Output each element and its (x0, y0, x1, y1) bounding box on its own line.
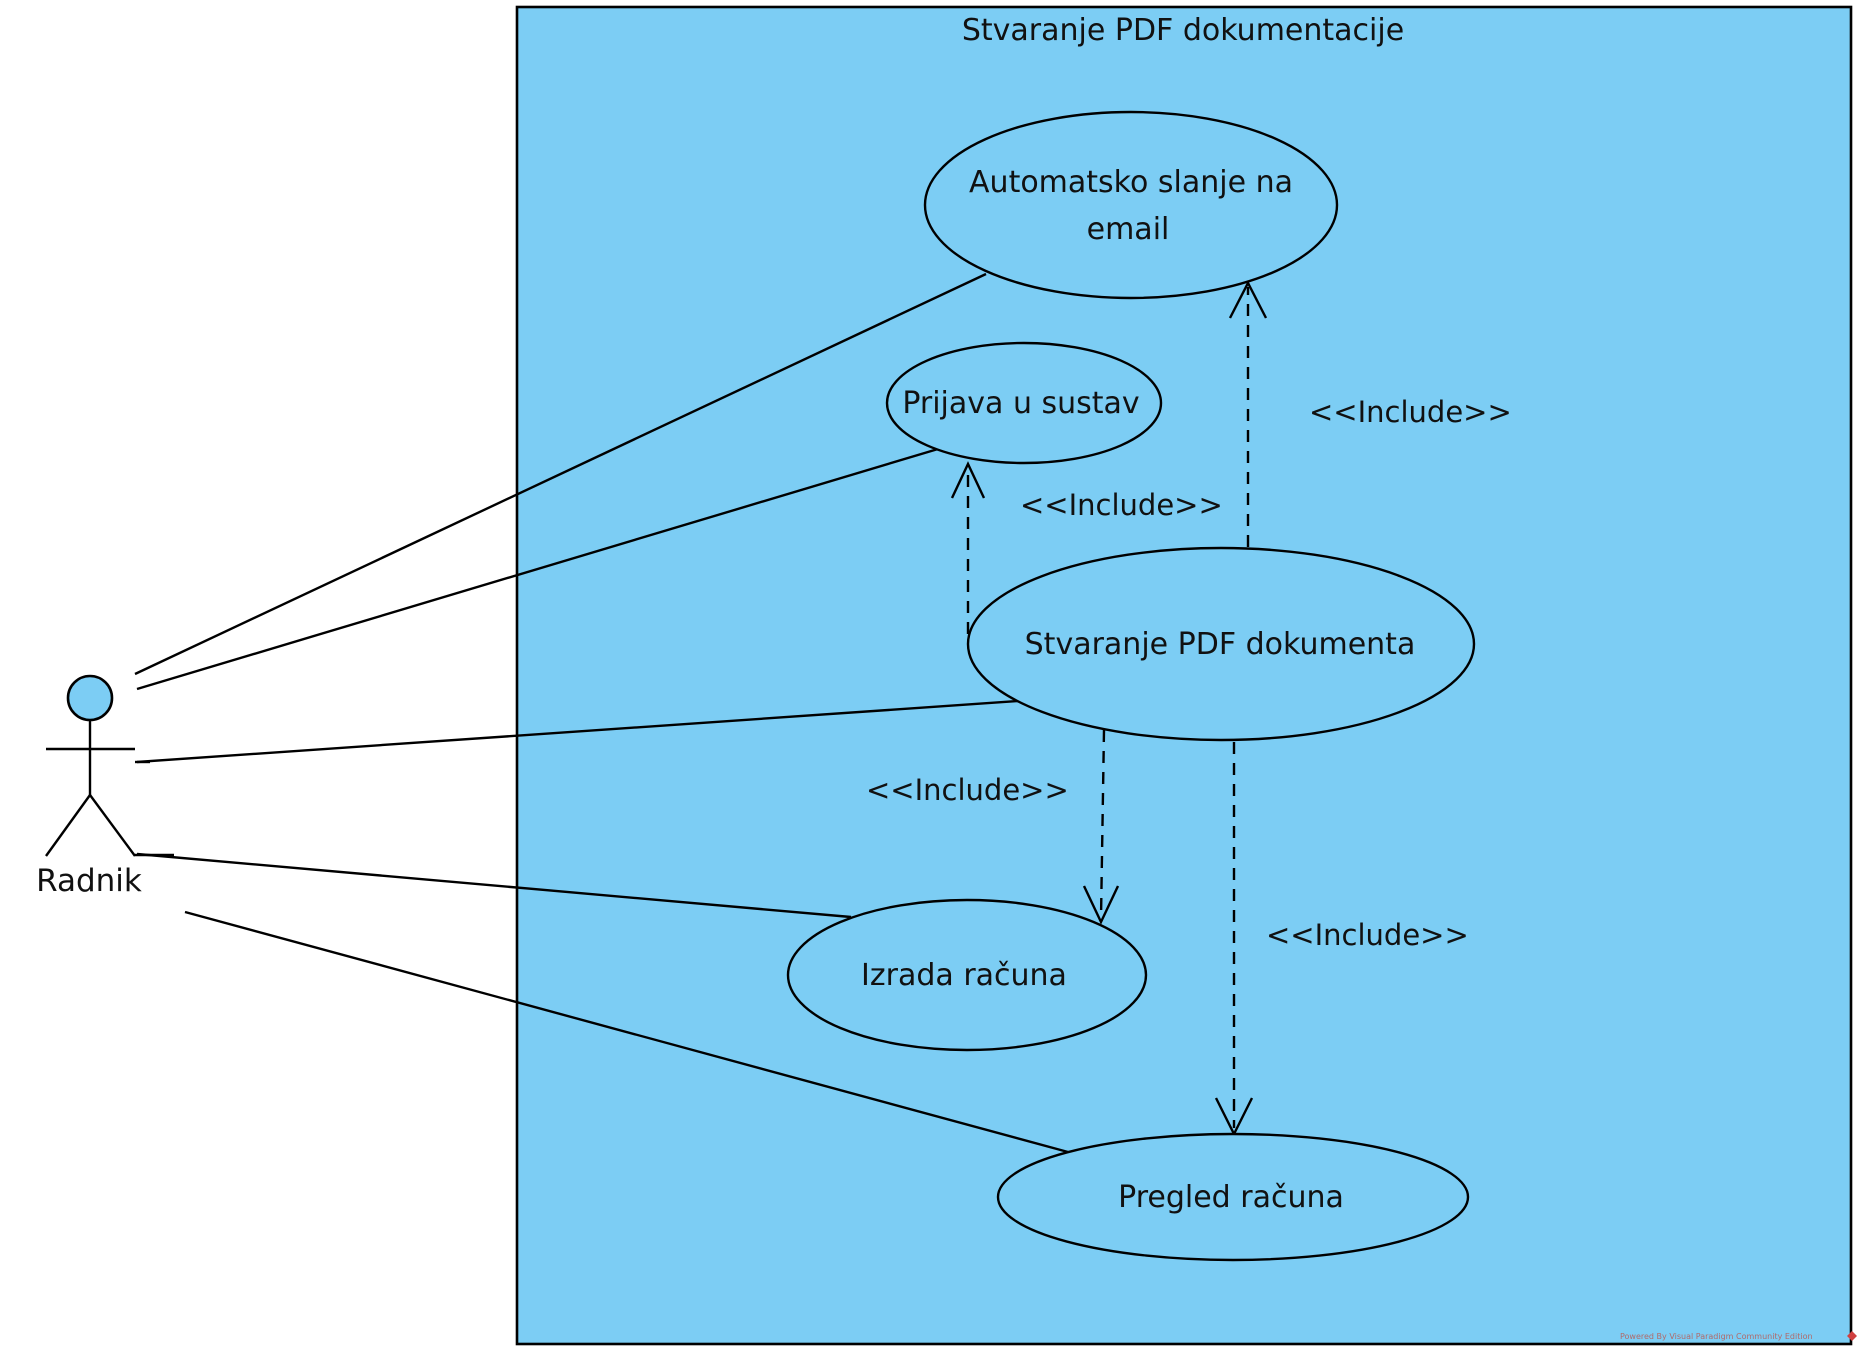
include-label-invoice-review: <<Include>> (1266, 918, 1469, 952)
use-case-create-pdf[interactable]: Stvaranje PDF dokumenta (966, 546, 1476, 742)
use-case-login-label: Prijava u sustav (902, 386, 1139, 421)
association-invoice-review (184, 910, 1069, 1154)
actor-leg-left (45, 794, 91, 857)
use-case-create-pdf-label: Stvaranje PDF dokumenta (1025, 627, 1416, 662)
include-invoice-create-line (1099, 729, 1106, 919)
watermark-logo-icon (1847, 1331, 1857, 1341)
use-case-login[interactable]: Prijava u sustav (885, 341, 1163, 465)
use-case-invoice-review[interactable]: Pregled računa (996, 1132, 1470, 1262)
use-case-invoice-review-label: Pregled računa (1118, 1180, 1344, 1215)
actor-head (66, 674, 114, 722)
association-create-pdf (136, 699, 1019, 764)
include-label-invoice-create: <<Include>> (866, 773, 1069, 807)
association-email (134, 272, 987, 676)
use-case-email-label-2: email (1087, 212, 1170, 247)
association-invoice-create (136, 852, 852, 919)
actor-radnik[interactable]: Radnik (36, 674, 142, 899)
watermark: Powered By Visual Paradigm Community Edi… (1620, 1332, 1813, 1341)
use-case-invoice-create-label: Izrada računa (861, 958, 1067, 993)
include-login-arrowhead (950, 461, 986, 499)
include-invoice-create-arrowhead (1082, 885, 1120, 925)
include-email-arrowhead (1228, 280, 1268, 319)
use-case-invoice-create[interactable]: Izrada računa (786, 898, 1148, 1052)
system-title: Stvaranje PDF dokumentacije (962, 13, 1404, 48)
actor-leg-right (89, 794, 136, 857)
include-label-login: <<Include>> (1020, 488, 1223, 522)
actor-label: Radnik (36, 863, 142, 899)
include-label-email: <<Include>> (1309, 395, 1512, 429)
use-case-email-label-1: Automatsko slanje na (969, 165, 1293, 200)
use-case-email[interactable]: Automatsko slanje na email (923, 110, 1339, 300)
association-login (136, 447, 939, 691)
